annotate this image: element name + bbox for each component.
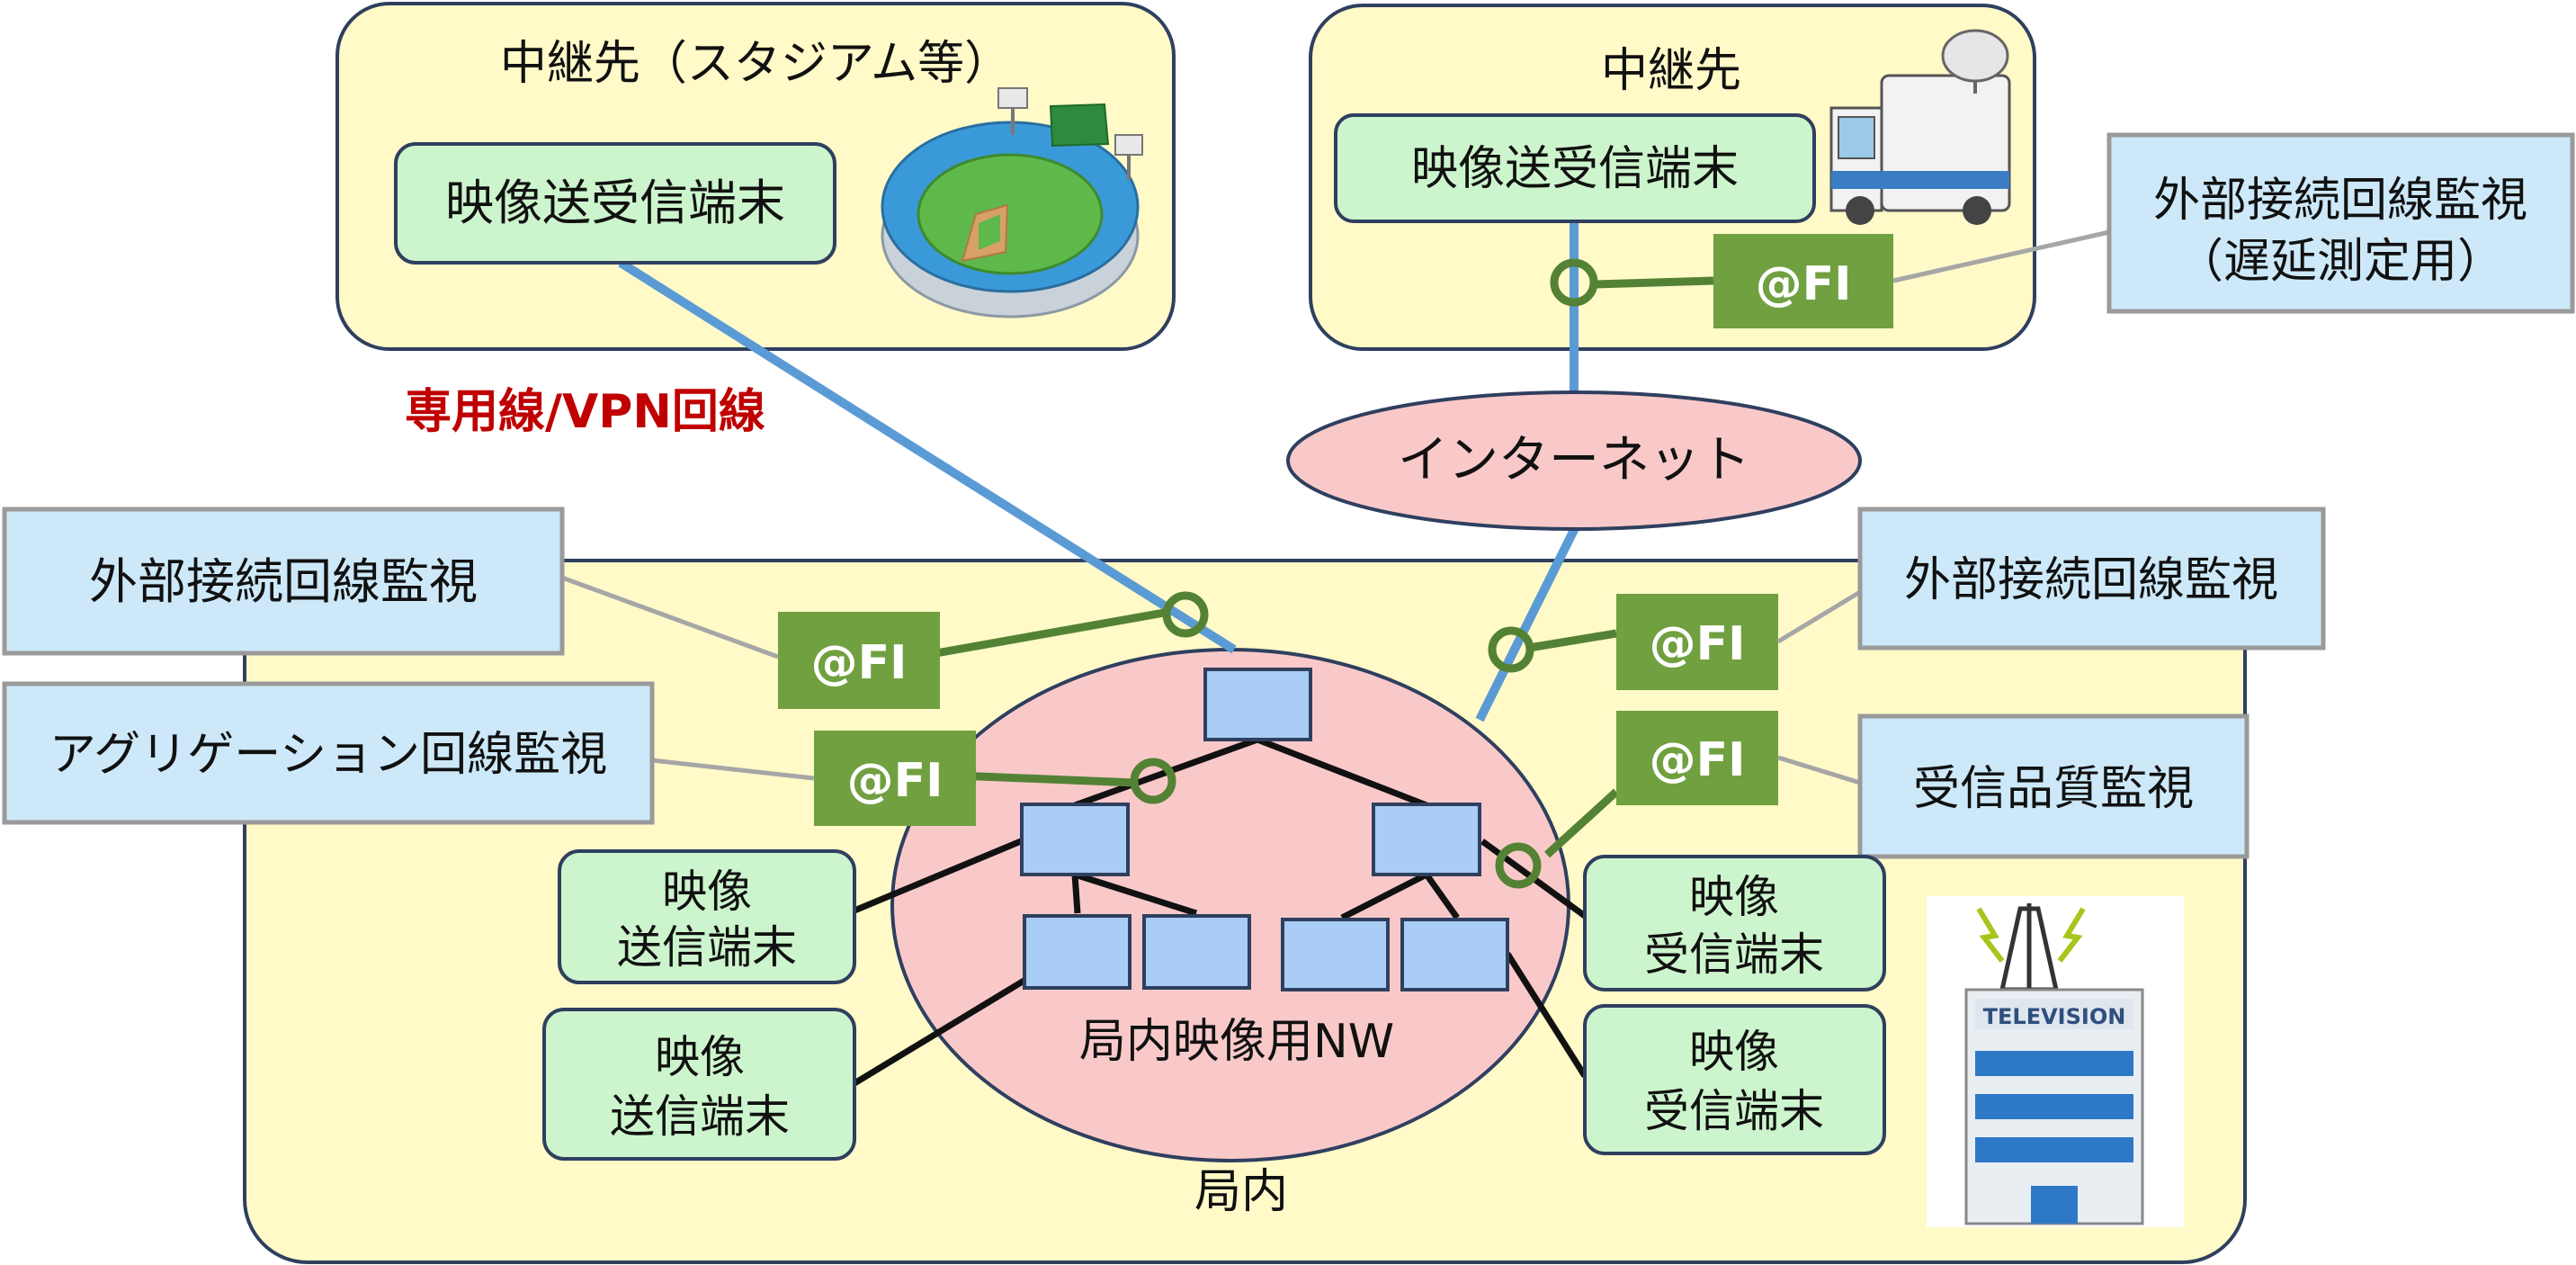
monitor-external-right: 外部接続回線監視	[1857, 507, 2326, 650]
svg-text:送信端末: 送信端末	[610, 1090, 790, 1143]
edge-switch-4	[1400, 918, 1509, 991]
fi-probe-external-left: @FI	[778, 612, 940, 709]
station-label: 局内	[1194, 1165, 1288, 1219]
tap-lines	[915, 276, 1714, 858]
internet-cloud	[1286, 390, 1862, 531]
tv-building-sign: TELEVISION	[1983, 1004, 2126, 1029]
video-send-terminal-1: 映像 送信端末	[558, 849, 856, 984]
stadium-illustration	[881, 87, 1143, 318]
internet-to-station-line	[1475, 524, 1580, 722]
svg-text:@FI: @FI	[1650, 617, 1746, 671]
svg-text:受信端末: 受信端末	[1644, 929, 1824, 981]
monitor-leader-lines	[561, 229, 2110, 785]
svg-text:@FI: @FI	[1756, 257, 1852, 311]
monitor-external-left: 外部接続回線監視	[2, 507, 565, 656]
monitor-external-latency: 外部接続回線監視 （遅延測定用）	[2106, 132, 2575, 314]
fi-probe-reception: @FI	[1616, 711, 1778, 805]
svg-text:映像: 映像	[1689, 871, 1779, 923]
tap-aggregation	[1130, 758, 1176, 804]
svg-text:外部接続回線監視: 外部接続回線監視	[89, 553, 478, 610]
video-receive-terminal-2: 映像 受信端末	[1583, 1004, 1886, 1155]
edge-switch-1	[1023, 914, 1131, 990]
relay-stadium-terminal: 映像送受信端末	[394, 142, 836, 265]
broadcast-van-illustration	[1829, 29, 2011, 225]
edge-switch-3	[1281, 918, 1390, 991]
svg-text:外部接続回線監視: 外部接続回線監視	[2153, 174, 2527, 228]
svg-text:映像: 映像	[1689, 1026, 1779, 1078]
svg-text:@FI: @FI	[811, 636, 908, 690]
edge-switch-2	[1142, 914, 1251, 990]
svg-text:送信端末: 送信端末	[617, 921, 797, 973]
video-send-terminal-2: 映像 送信端末	[542, 1008, 856, 1161]
svg-text:映像送受信端末: 映像送受信端末	[445, 175, 785, 231]
svg-text:映像送受信端末: 映像送受信端末	[1411, 142, 1739, 196]
dedicated-line-label: 専用線/VPN回線	[405, 385, 765, 439]
relay-truck-terminal: 映像送受信端末	[1334, 113, 1816, 223]
svg-text:映像: 映像	[662, 866, 752, 918]
tap-points	[1130, 258, 1598, 889]
svg-text:（遅延測定用）: （遅延測定用）	[2177, 235, 2504, 289]
tap-dedicated	[1162, 591, 1209, 638]
tap-truck	[1550, 258, 1598, 307]
svg-text:受信品質監視: 受信品質監視	[1913, 762, 2194, 816]
tap-reception	[1495, 842, 1542, 889]
tv-station-illustration: TELEVISION	[1927, 896, 2184, 1227]
fi-probe-external-right: @FI	[1616, 594, 1778, 690]
tap-internet	[1488, 626, 1534, 673]
internet-label: インターネット	[1398, 431, 1750, 489]
right-switch	[1372, 803, 1481, 876]
fi-probe-truck: @FI	[1713, 234, 1893, 328]
dedicated-line	[618, 258, 1237, 654]
svg-text:アグリゲーション回線監視: アグリゲーション回線監視	[49, 728, 607, 782]
relay-stadium-title: 中継先（スタジアム等）	[500, 37, 1011, 91]
svg-text:@FI: @FI	[847, 754, 944, 808]
monitor-reception-quality: 受信品質監視	[1857, 713, 2250, 859]
svg-text:@FI: @FI	[1650, 733, 1746, 787]
video-receive-terminal-1: 映像 受信端末	[1583, 855, 1886, 991]
svg-text:外部接続回線監視: 外部接続回線監視	[1904, 553, 2278, 607]
core-switch	[1203, 668, 1312, 741]
fi-probe-aggregation: @FI	[814, 731, 976, 826]
station-network-label: 局内映像用NW	[1079, 1015, 1394, 1069]
network-switches	[1020, 668, 1509, 991]
relay-truck-title: 中継先	[1601, 44, 1741, 98]
svg-text:映像: 映像	[655, 1031, 745, 1083]
monitor-aggregation: アグリゲーション回線監視	[2, 681, 655, 825]
left-switch	[1020, 803, 1130, 876]
svg-text:受信端末: 受信端末	[1644, 1085, 1824, 1137]
